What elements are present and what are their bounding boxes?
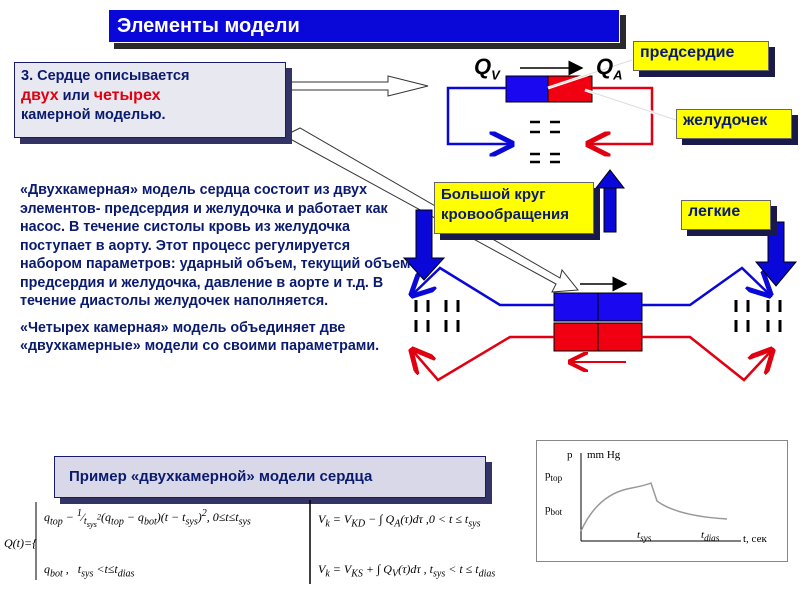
systemic-circulation-label: Большой круг кровообращения: [434, 182, 594, 234]
description-paragraph-1: «Двухкамерная» модель сердца состоит из …: [20, 182, 411, 309]
note-two: двух: [21, 87, 59, 104]
heart-model-note: 3. Сердце описывается двух или четырех к…: [14, 62, 286, 138]
formula-q-line-1: qtop − 1⁄tsys2(qtop − qbot)(t − tsys)2, …: [44, 508, 251, 530]
qa-letter: Q: [596, 54, 614, 79]
graph-t-dias-letter: t: [701, 529, 705, 541]
example-title: Пример «двухкамерной» модели сердца: [54, 456, 486, 498]
model-description: «Двухкамерная» модель сердца состоит из …: [20, 181, 415, 356]
note-four: четырех: [93, 87, 161, 104]
qv-label: QV: [474, 54, 500, 82]
two-chamber-heart: [446, 58, 677, 164]
graph-t-sys-sub: sys: [640, 533, 652, 544]
graph-p-bot-letter: p: [545, 503, 551, 515]
formula-vk-line-2: Vk = VKS + ∫ QV(τ)dτ , tsys < t ≤ tdias: [318, 562, 496, 580]
graph-t-dias: tdias: [701, 529, 719, 543]
atrium-label: предсердие: [633, 41, 769, 71]
graph-y-unit: mm Hg: [587, 449, 621, 461]
pressure-graph: p mm Hg ptop pbot tsys tdias t, сек: [536, 440, 788, 562]
graph-p-bot-sub: bot: [550, 507, 563, 518]
formula-q-of-t: Q(t)={: [4, 536, 37, 550]
qv-letter: Q: [474, 54, 492, 79]
block-arrows: [402, 169, 798, 287]
qv-subscript: V: [491, 67, 500, 83]
lungs-label: легкие: [681, 200, 771, 230]
ventricle-label: желудочек: [676, 109, 792, 139]
graph-y-label: p: [567, 449, 573, 461]
qa-label: QA: [596, 54, 623, 82]
graph-t-sys: tsys: [637, 529, 651, 543]
graph-t-dias-sub: dias: [704, 533, 720, 544]
four-chamber-heart: [412, 266, 782, 382]
graph-p-top-letter: p: [545, 469, 551, 481]
page-title: Элементы модели: [108, 9, 620, 43]
note-line-3: камерной моделью.: [21, 107, 166, 123]
graph-p-bot: pbot: [545, 503, 562, 517]
note-line-2: двух или четырех: [21, 86, 279, 106]
qa-subscript: A: [613, 67, 623, 83]
note-line-1: 3. Сердце описывается: [21, 68, 190, 84]
pressure-curve: [580, 453, 741, 542]
graph-p-top: ptop: [545, 469, 562, 483]
note-or: или: [58, 88, 94, 104]
graph-t-sys-letter: t: [637, 529, 641, 541]
graph-p-top-sub: top: [550, 473, 563, 484]
formula-q-line-2: qbot , tsys <t≤tdias: [44, 562, 135, 580]
graph-x-label: t, сек: [743, 533, 767, 545]
formula-vk-line-1: Vk = VKD − ∫ QA(τ)dτ ,0 < t ≤ tsys: [318, 512, 481, 530]
description-paragraph-2: «Четырех камерная» модель объединяет две…: [20, 319, 380, 355]
connector-arrows: [287, 75, 579, 293]
